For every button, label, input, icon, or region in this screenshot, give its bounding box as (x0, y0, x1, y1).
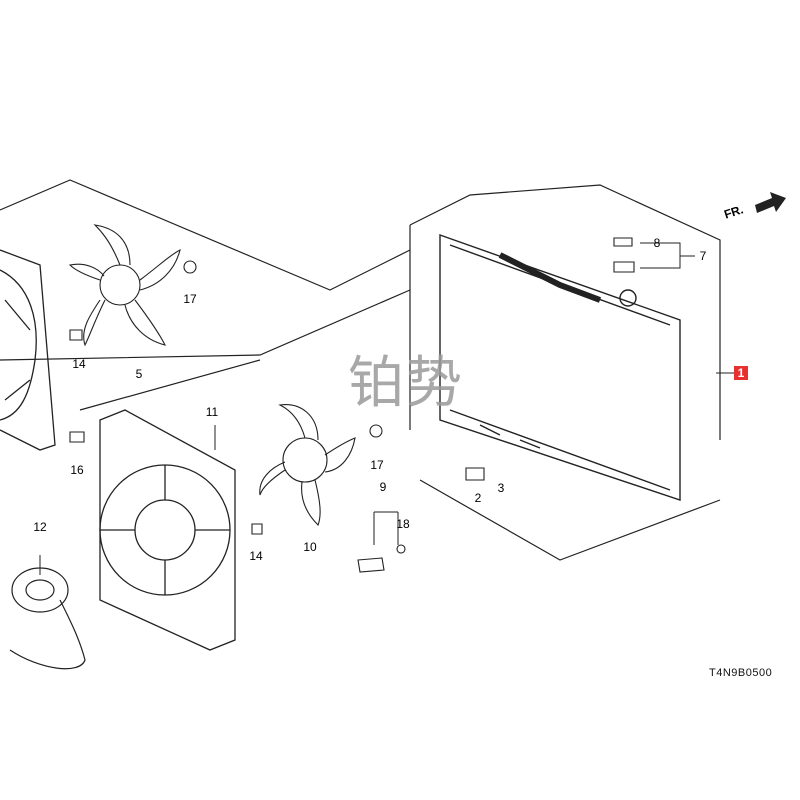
drawing-code: T4N9B0500 (709, 667, 773, 679)
fan-shroud-icon-upper (0, 249, 56, 451)
fan-blade-icon-10 (259, 404, 356, 526)
callout-12: 12 (33, 520, 47, 534)
callout-9: 9 (379, 480, 387, 494)
bolt-icon (69, 237, 635, 573)
fan-motor-icon (9, 567, 86, 670)
callout-1[interactable]: 1 (734, 366, 748, 380)
watermark: 铂势 (348, 351, 464, 416)
fan-shroud-icon-lower (99, 409, 236, 651)
callout-10: 10 (303, 540, 317, 554)
fan-blade-icon-5 (68, 224, 181, 347)
callout-16: 16 (70, 463, 84, 477)
callout-8: 8 (653, 236, 661, 250)
callout-3: 3 (497, 481, 505, 495)
callout-14-upper: 14 (72, 357, 86, 371)
callout-7: 7 (699, 249, 707, 263)
callout-18: 18 (396, 517, 410, 531)
callout-14-lower: 14 (249, 549, 263, 563)
callout-11: 11 (205, 405, 219, 419)
radiator-icon (439, 234, 681, 501)
callout-5: 5 (135, 367, 143, 381)
arrow-icon (755, 192, 786, 213)
callout-17-upper: 17 (183, 292, 197, 306)
callout-17-lower: 17 (370, 458, 384, 472)
callout-2: 2 (474, 491, 482, 505)
